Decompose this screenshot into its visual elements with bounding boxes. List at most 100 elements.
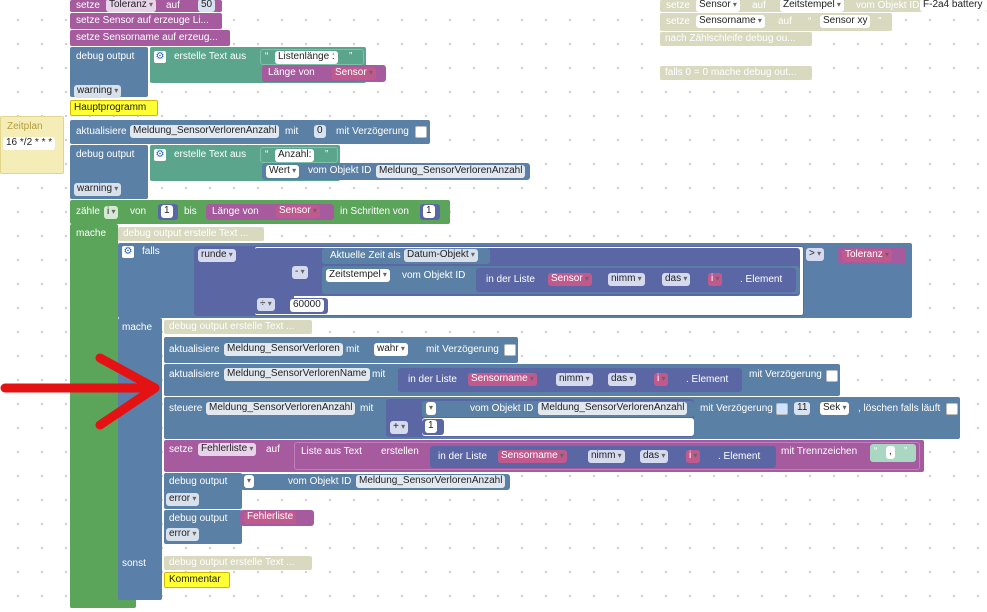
debug-output-block-4[interactable]: debug output error (164, 510, 242, 544)
nimm-dropdown[interactable]: nimm (588, 450, 625, 463)
sensor-dropdown[interactable]: Sensor (696, 0, 740, 12)
gear-icon[interactable]: ⚙ (154, 51, 166, 63)
minus-dropdown[interactable]: - (292, 266, 308, 279)
meldung-verloren-field[interactable]: Meldung_SensorVerloren (224, 343, 343, 356)
compare-operator-dropdown[interactable]: > (806, 248, 825, 261)
meldung-anzahl-field[interactable]: Meldung_SensorVerlorenAnzahl (206, 402, 356, 415)
sensor-xy-text[interactable]: Sensor xy (820, 15, 871, 28)
sensor-var-dropdown[interactable]: Sensor (276, 205, 320, 218)
gear-icon[interactable]: ⚙ (154, 149, 166, 161)
separator-value[interactable]: , (886, 446, 895, 459)
fehlerliste-var[interactable]: Fehlerliste (244, 511, 297, 524)
text-literal-block[interactable]: “ Anzahl: ” (260, 147, 338, 163)
divisor-number-block[interactable]: 60000 (288, 298, 328, 314)
text-literal-block[interactable]: “ Listenlänge : ” (260, 49, 364, 65)
runde-dropdown[interactable]: runde (198, 249, 236, 262)
disabled-debug-block-3[interactable]: debug output erstelle Text ... (164, 556, 312, 570)
zeitstempel-dropdown[interactable]: Zeitstempel (326, 269, 390, 282)
kommentar-comment[interactable]: Kommentar (164, 572, 230, 588)
object-id-field[interactable]: Meldung_SensorVerlorenAnzahl (356, 475, 506, 488)
meldung-verloren-name-field[interactable]: Meldung_SensorVerlorenName (224, 368, 370, 381)
warning-dropdown[interactable]: warning (74, 85, 122, 98)
step-number-block[interactable]: 1 (420, 204, 440, 220)
from-number-block[interactable]: 1 (158, 204, 178, 220)
index-i-dropdown[interactable]: i (654, 373, 669, 386)
error-dropdown[interactable]: error (166, 493, 200, 506)
toleranz-dropdown[interactable]: Toleranz (842, 249, 893, 262)
das-dropdown[interactable]: das (662, 273, 691, 286)
one-value[interactable]: 1 (425, 420, 437, 433)
list-get-block-2[interactable]: in der Liste Sensorname nimm das i . Ele… (398, 368, 742, 392)
disabled-after-loop-block[interactable]: nach Zählschleife debug ou... (660, 32, 812, 46)
set-sensorname-block[interactable]: setze Sensorname auf erzeug... (70, 30, 230, 46)
value-of-object-block-2[interactable]: vom Objekt ID Meldung_SensorVerlorenAnza… (422, 401, 694, 417)
listenlaenge-text[interactable]: Listenlänge : (275, 51, 338, 64)
zeitplan-cron[interactable]: 16 */2 * * * (3, 137, 56, 150)
fehlerliste-dropdown[interactable]: Fehlerliste (198, 443, 257, 456)
disabled-debug-block-1[interactable]: debug output erstelle Text ... (118, 227, 264, 241)
debug-output-block-1[interactable]: debug output warning (70, 47, 148, 98)
divide-dropdown[interactable]: ÷ (257, 298, 275, 311)
divisor-value[interactable]: 60000 (290, 299, 324, 312)
zeitstempel-dropdown[interactable]: Zeitstempel (780, 0, 844, 12)
update-anzahl-block[interactable]: aktualisiere Meldung_SensorVerlorenAnzah… (70, 120, 430, 144)
length-of-block-2[interactable]: Länge von Sensor (206, 204, 334, 220)
delay-checkbox[interactable] (415, 126, 427, 138)
sek-dropdown[interactable]: Sek (820, 402, 850, 415)
set-sensor-block[interactable]: setze Sensor auf erzeuge Li... (70, 13, 222, 29)
i-var-dropdown[interactable]: i (104, 206, 119, 219)
wert-dropdown[interactable]: Wert (266, 165, 300, 178)
sensorname-list-dropdown[interactable]: Sensorname (468, 373, 537, 386)
object-id-field[interactable]: F-2a4 battery (920, 0, 987, 12)
wert-dropdown[interactable] (426, 402, 437, 415)
delay-value[interactable]: 11 (794, 402, 811, 415)
value-of-object-block-3[interactable]: vom Objekt ID Meldung_SensorVerlorenAnza… (240, 474, 510, 490)
das-dropdown[interactable]: das (608, 373, 637, 386)
hauptprogramm-comment[interactable]: Hauptprogramm (70, 100, 158, 116)
debug-output-block-2[interactable]: debug output warning (70, 145, 148, 199)
object-id-field[interactable]: Meldung_SensorVerlorenAnzahl (538, 402, 688, 415)
delay-checkbox-checked[interactable] (776, 403, 788, 415)
value-of-object-block-1[interactable]: Wert vom Objekt ID Meldung_SensorVerlore… (262, 163, 530, 180)
nimm-dropdown[interactable]: nimm (608, 273, 645, 286)
fehlerliste-var-block[interactable]: Fehlerliste (240, 510, 314, 526)
anzahl-text[interactable]: Anzahl: (275, 149, 315, 162)
sensorname-dropdown[interactable]: Sensorname (696, 15, 765, 28)
datum-objekt-dropdown[interactable]: Datum-Objekt (404, 249, 478, 262)
error-dropdown[interactable]: error (166, 528, 200, 541)
list-get-block-3[interactable]: in der Liste Sensorname nimm das i . Ele… (430, 446, 776, 468)
sensor-list-dropdown[interactable]: Sensor (548, 273, 592, 286)
disabled-set-sensor-block[interactable]: setze Sensor auf Zeitstempel vom Objekt … (660, 0, 987, 12)
wert-dropdown[interactable] (244, 475, 255, 488)
current-time-block[interactable]: Aktuelle Zeit als Datum-Objekt (322, 248, 490, 264)
sensorname-list-dropdown[interactable]: Sensorname (498, 450, 567, 463)
object-id-field[interactable]: Meldung_SensorVerlorenAnzahl (376, 165, 526, 178)
das-dropdown[interactable]: das (640, 450, 669, 463)
zero-value[interactable]: 0 (314, 125, 326, 138)
warning-dropdown[interactable]: warning (74, 183, 122, 196)
toleranz-var-dropdown[interactable]: Toleranz (106, 0, 157, 12)
wahr-dropdown[interactable]: wahr (374, 343, 408, 356)
nimm-dropdown[interactable]: nimm (556, 373, 593, 386)
list-get-block-1[interactable]: in der Liste Sensor nimm das i . Element (476, 268, 796, 292)
disabled-debug-block-2[interactable]: debug output erstelle Text ... (164, 320, 312, 334)
disabled-if-block[interactable]: falls 0 = 0 mache debug out... (660, 66, 812, 80)
index-i-dropdown[interactable]: i (686, 450, 701, 463)
delay-checkbox[interactable] (826, 370, 838, 382)
index-i-dropdown[interactable]: i (708, 273, 723, 286)
sensor-var-dropdown[interactable]: Sensor (332, 67, 376, 80)
plus-dropdown[interactable]: + (390, 421, 409, 434)
from-value[interactable]: 1 (161, 205, 173, 218)
zeitplan-block[interactable]: Zeitplan 16 */2 * * * (0, 116, 64, 174)
meldung-anzahl-field[interactable]: Meldung_SensorVerlorenAnzahl (130, 125, 280, 138)
separator-text-block[interactable]: “ , ” (870, 444, 916, 462)
update-verloren-block[interactable]: aktualisiere Meldung_SensorVerloren mit … (164, 337, 518, 363)
gear-icon[interactable]: ⚙ (122, 246, 134, 258)
toleranz-value[interactable]: 50 (198, 0, 216, 12)
one-number-block[interactable]: 1 (422, 419, 444, 435)
debug-output-block-3[interactable]: debug output error (164, 473, 242, 509)
step-value[interactable]: 1 (423, 205, 435, 218)
disabled-set-sensorname-block[interactable]: setze Sensorname auf “ Sensor xy ” (660, 13, 892, 31)
set-toleranz-block[interactable]: setze Toleranz auf 50 (70, 0, 222, 12)
count-loop-block[interactable]: zähle i von 1 bis Länge von Sensor in Sc… (70, 200, 450, 224)
